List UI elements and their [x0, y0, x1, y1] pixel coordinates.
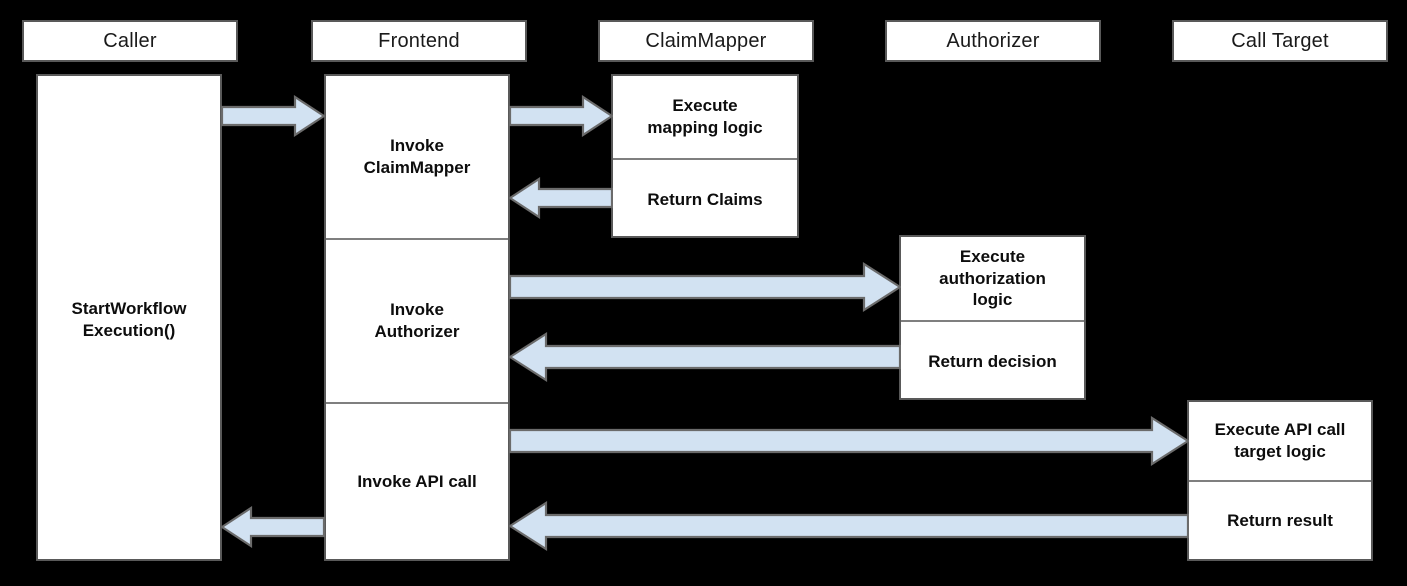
- activation-authorizer: Execute authorization logic Return decis…: [899, 235, 1086, 400]
- activation-cell-authorizer-execute-authorization-logic: Execute authorization logic: [901, 237, 1084, 320]
- activation-cell-line2: target logic: [1234, 442, 1326, 461]
- lifeline-header-caller: Caller: [22, 20, 238, 62]
- activation-cell-line3: logic: [972, 290, 1013, 310]
- activation-claimmapper: Execute mapping logic Return Claims: [611, 74, 799, 238]
- activation-cell-line2: Execution(): [82, 320, 176, 340]
- lifeline-header-caller-label: Caller: [103, 29, 157, 52]
- activation-cell-claimmapper-execute-mapping-logic: Execute mapping logic: [613, 76, 797, 158]
- activation-cell-line1: Invoke: [390, 136, 444, 156]
- activation-cell-line1: Return result: [1227, 510, 1333, 530]
- lifeline-header-authorizer: Authorizer: [885, 20, 1101, 62]
- lifeline-header-authorizer-label: Authorizer: [946, 29, 1040, 52]
- activation-cell-line2: Authorizer: [374, 322, 460, 341]
- activation-cell-line1: Return Claims: [647, 190, 763, 210]
- activation-cell-line1: Invoke: [390, 300, 444, 320]
- activation-cell-line1: Invoke API call: [357, 471, 477, 491]
- activation-cell-frontend-invoke-claimmapper: Invoke ClaimMapper: [326, 76, 508, 238]
- activation-cell-line1: Execute: [672, 96, 738, 116]
- message-arrow-authorizer-to-frontend: [509, 332, 901, 382]
- activation-cell-frontend-invoke-authorizer: Invoke Authorizer: [326, 238, 508, 402]
- message-arrow-caller-to-frontend: [221, 95, 325, 137]
- lifeline-header-frontend-label: Frontend: [378, 29, 460, 52]
- lifeline-header-calltarget: Call Target: [1172, 20, 1388, 62]
- message-arrow-frontend-to-authorizer: [509, 262, 901, 312]
- activation-cell-calltarget-execute-api-call-target-logic: Execute API call target logic: [1189, 402, 1371, 480]
- message-arrow-frontend-to-caller: [221, 506, 325, 548]
- activation-cell-line1: Execute: [959, 246, 1026, 266]
- activation-cell-caller-start-workflow: StartWorkflow Execution(): [38, 76, 220, 563]
- message-arrow-frontend-to-claimmapper: [509, 95, 613, 137]
- activation-cell-authorizer-return-decision: Return decision: [901, 320, 1084, 402]
- activation-caller: StartWorkflow Execution(): [36, 74, 222, 561]
- message-arrow-claimmapper-to-frontend: [509, 177, 613, 219]
- activation-cell-calltarget-return-result: Return result: [1189, 480, 1371, 559]
- activation-cell-line2: mapping logic: [647, 118, 763, 137]
- message-arrow-frontend-to-calltarget: [509, 416, 1189, 466]
- lifeline-header-frontend: Frontend: [311, 20, 527, 62]
- activation-calltarget: Execute API call target logic Return res…: [1187, 400, 1373, 561]
- lifeline-header-calltarget-label: Call Target: [1231, 29, 1329, 52]
- activation-cell-line1: StartWorkflow: [71, 298, 187, 318]
- lifeline-header-claimmapper: ClaimMapper: [598, 20, 814, 62]
- lifeline-header-claimmapper-label: ClaimMapper: [645, 29, 767, 52]
- activation-frontend: Invoke ClaimMapper Invoke Authorizer Inv…: [324, 74, 510, 561]
- activation-cell-line1: Return decision: [928, 352, 1057, 372]
- message-arrow-calltarget-to-frontend: [509, 501, 1189, 551]
- activation-cell-line2: authorization: [939, 268, 1046, 288]
- activation-cell-line1: Execute API call: [1214, 420, 1346, 440]
- activation-cell-claimmapper-return-claims: Return Claims: [613, 158, 797, 240]
- activation-cell-frontend-invoke-api-call: Invoke API call: [326, 402, 508, 559]
- activation-cell-line2: ClaimMapper: [363, 158, 471, 177]
